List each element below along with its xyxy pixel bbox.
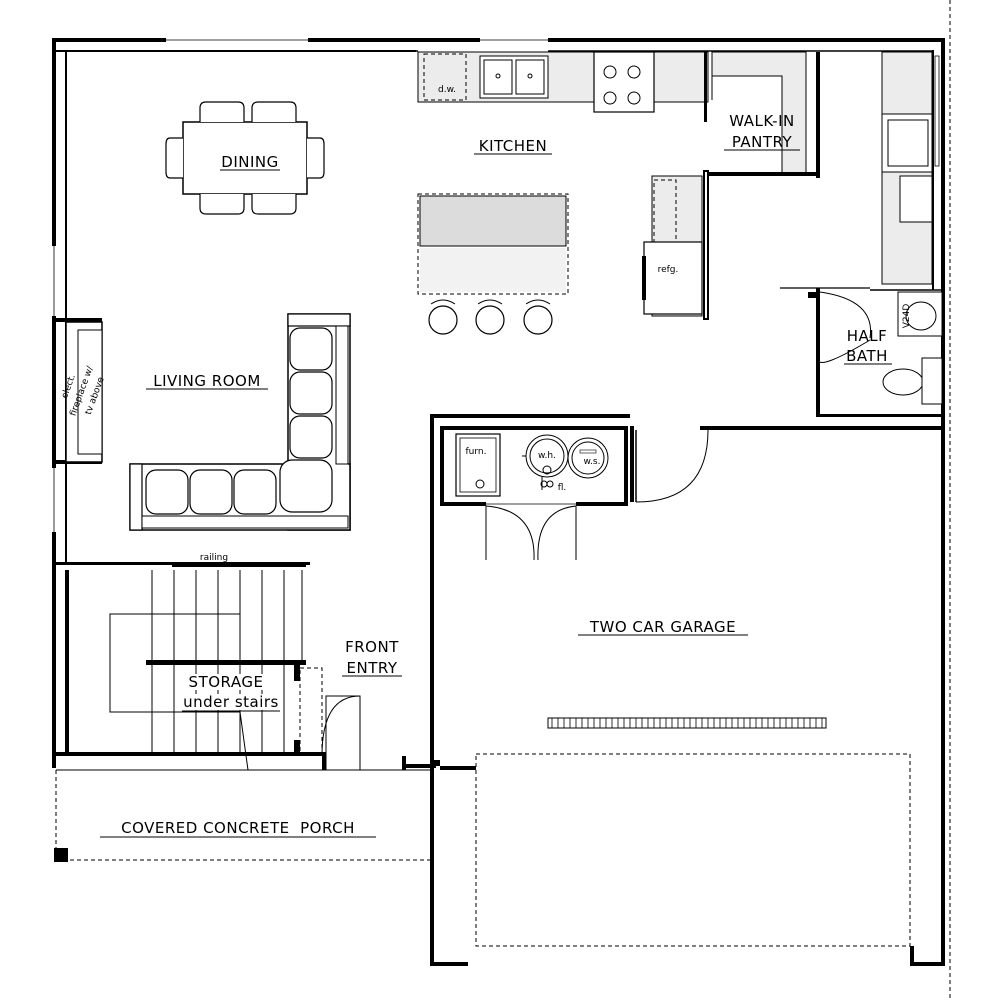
furnace-label: furn. xyxy=(466,447,487,457)
dining-table xyxy=(165,101,325,215)
room-label-storage-line1: STORAGE xyxy=(189,673,264,691)
floor-drain-label: fl. xyxy=(558,483,567,493)
fireplace xyxy=(52,318,103,464)
room-label-half-bath-line2: BATH xyxy=(846,347,888,365)
room-label-covered-porch: COVERED CONCRETE PORCH xyxy=(121,819,355,837)
exterior-walls xyxy=(51,37,945,768)
room-label-two-car-garage: TWO CAR GARAGE xyxy=(589,618,736,636)
covered-porch xyxy=(54,769,430,862)
room-label-front-entry-line2: ENTRY xyxy=(347,659,398,677)
stairs xyxy=(56,562,326,771)
room-label-storage-line2: under stairs xyxy=(183,693,279,711)
kitchen-island xyxy=(417,193,569,295)
refrigerator xyxy=(642,175,703,317)
furnace xyxy=(455,433,501,497)
front-door xyxy=(321,695,436,771)
room-label-half-bath-line1: HALF xyxy=(847,327,888,345)
kitchen-counter xyxy=(417,51,709,122)
room-label-walk-in-pantry-line2: PANTRY xyxy=(732,133,793,151)
water-heater-label: w.h. xyxy=(538,451,556,461)
half-bath xyxy=(780,287,944,417)
walk-in-pantry xyxy=(703,51,820,320)
water-softener xyxy=(567,437,609,479)
water-heater xyxy=(522,434,569,490)
room-label-walk-in-pantry-line1: WALK-IN xyxy=(729,112,794,130)
garage-walls xyxy=(430,414,945,966)
dishwasher-label: d.w. xyxy=(438,85,456,95)
refrigerator-label: refg. xyxy=(658,265,679,275)
room-label-kitchen: KITCHEN xyxy=(479,137,548,155)
vanity-label: V24D xyxy=(902,304,912,329)
sectional-sofa xyxy=(129,313,351,531)
water-softener-label: w.s. xyxy=(584,457,601,467)
railing-label: railing xyxy=(200,553,228,563)
mudroom-cabinets xyxy=(870,51,941,291)
garage-step xyxy=(547,717,827,729)
room-label-dining: DINING xyxy=(221,153,278,171)
bar-stools xyxy=(428,299,553,335)
room-label-front-entry-line1: FRONT xyxy=(345,638,399,656)
room-label-living-room: LIVING ROOM xyxy=(153,372,261,390)
